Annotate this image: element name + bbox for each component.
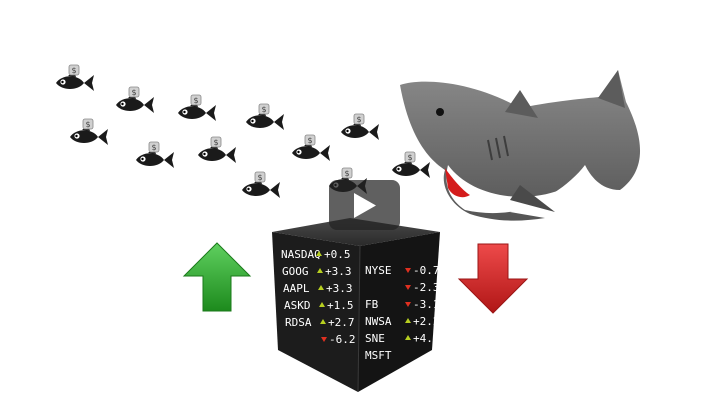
left-ticker-face: NASDAQ+0.5GOOG+3.3AAPL+3.3ASKD+1.5RDSA+2… (281, 248, 356, 346)
ticker-symbol: NWSA (365, 315, 392, 328)
ticker-row: AAPL +3.3 (283, 282, 353, 295)
ticker-change: -6.2 (329, 333, 356, 346)
ticker-symbol: MSFT (365, 349, 392, 362)
ticker-change: -0.7 (413, 264, 440, 277)
ticker-row: NYSE -0.7 (365, 264, 440, 277)
fish-with-dollar-icon (197, 136, 237, 164)
ticker-symbol: GOOG (282, 265, 309, 278)
tick-down-icon (405, 268, 411, 273)
ticker-symbol: SNE (365, 332, 385, 345)
ticker-change: -3.1 (413, 298, 440, 311)
ticker-row: -2.3 (405, 281, 440, 294)
ticker-row: ASKD +1.5 (284, 299, 354, 312)
ticker-symbol: AAPL (283, 282, 310, 295)
ticker-change: +4.2 (413, 332, 440, 345)
fish-with-dollar-icon (391, 151, 431, 179)
fish-with-dollar-icon (291, 134, 331, 162)
ticker-cube: NASDAQ+0.5GOOG+3.3AAPL+3.3ASKD+1.5RDSA+2… (272, 218, 440, 393)
shark-illustration (400, 70, 641, 221)
tick-up-icon (319, 302, 325, 307)
ticker-change: +2.2 (413, 315, 440, 328)
play-button[interactable] (329, 180, 400, 230)
tick-up-icon (316, 251, 322, 256)
ticker-row: NWSA +2.2 (365, 315, 440, 328)
tick-down-icon (321, 337, 327, 342)
arrow-up-icon (182, 242, 252, 312)
ticker-symbol: FB (365, 298, 379, 311)
ticker-row: FB -3.1 (365, 298, 440, 311)
ticker-row: SNE +4.2 (365, 332, 440, 345)
fish-with-dollar-icon (245, 103, 285, 131)
fish-with-dollar-icon (55, 64, 95, 92)
ticker-change: -2.3 (413, 281, 440, 294)
fish-with-dollar-icon (135, 141, 175, 169)
fish-with-dollar-icon (340, 113, 380, 141)
ticker-symbol: NYSE (365, 264, 392, 277)
ticker-change: +3.3 (325, 265, 352, 278)
tick-up-icon (320, 319, 326, 324)
tick-down-icon (405, 302, 411, 307)
fish-with-dollar-icon (115, 86, 155, 114)
ticker-row: MSFT (365, 349, 392, 362)
ticker-row: -6.2 (321, 333, 356, 346)
tick-up-icon (405, 335, 411, 340)
tick-down-icon (405, 285, 411, 290)
fish-with-dollar-icon (69, 118, 109, 146)
tick-up-icon (318, 285, 324, 290)
tick-up-icon (405, 318, 411, 323)
ticker-symbol: ASKD (284, 299, 311, 312)
fish-school (55, 64, 431, 199)
arrow-down-icon (457, 243, 529, 314)
ticker-symbol: NASDAQ (281, 248, 321, 261)
ticker-row: RDSA +2.7 (285, 316, 355, 329)
play-icon (354, 193, 376, 218)
ticker-change: +0.5 (324, 248, 351, 261)
tick-up-icon (317, 268, 323, 273)
ticker-change: +2.7 (328, 316, 355, 329)
fish-with-dollar-icon (241, 171, 281, 199)
ticker-change: +3.3 (326, 282, 353, 295)
ticker-change: +1.5 (327, 299, 354, 312)
ticker-row: NASDAQ+0.5 (281, 248, 351, 261)
ticker-symbol: RDSA (285, 316, 312, 329)
fish-with-dollar-icon (177, 94, 217, 122)
ticker-row: GOOG +3.3 (282, 265, 352, 278)
